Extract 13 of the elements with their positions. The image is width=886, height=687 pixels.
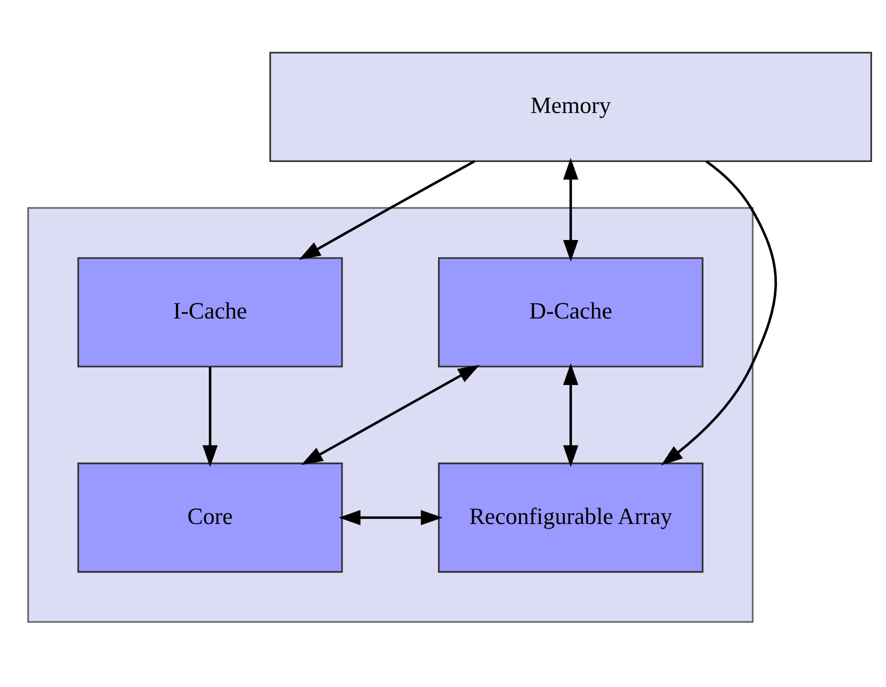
arrow [661, 160, 777, 465]
arrow [298, 160, 476, 260]
node-box: Core [77, 462, 343, 572]
node-box: I-Cache [77, 256, 343, 367]
arrow [338, 510, 443, 525]
node-box: D-Cache [438, 256, 704, 367]
node-box: Reconfigurable Array [438, 462, 704, 572]
node-box: Memory [269, 51, 872, 162]
cluster [27, 206, 754, 622]
arrow [563, 157, 578, 262]
arrow [301, 364, 480, 464]
arrow [563, 362, 578, 467]
arrow [202, 366, 218, 467]
